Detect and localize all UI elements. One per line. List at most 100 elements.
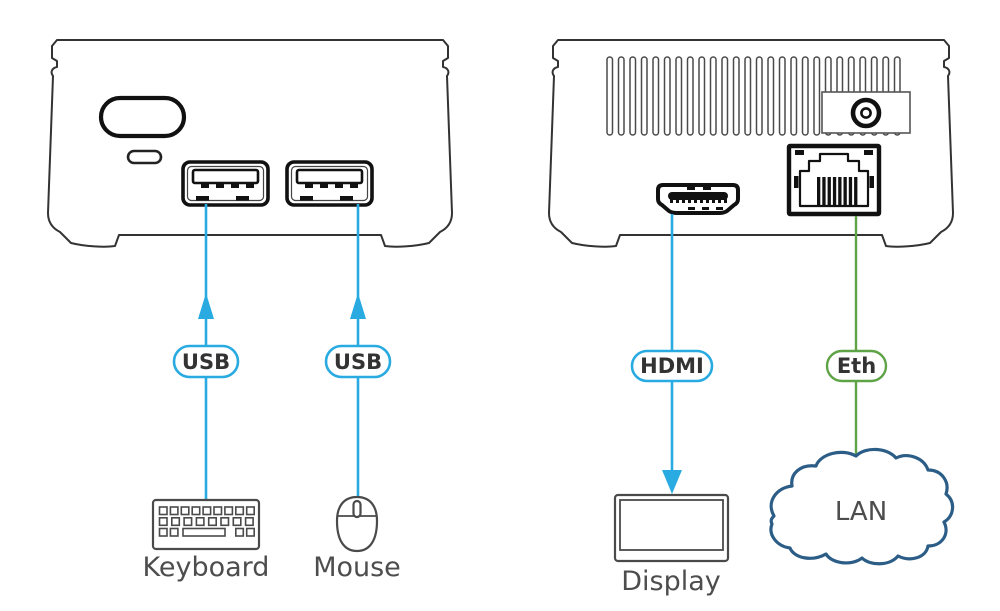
- hdmi-mark: [702, 207, 709, 210]
- rj45-pin: [854, 177, 858, 205]
- hdmi-cable-display: HDMI: [630, 214, 714, 494]
- rj45-tab: [864, 150, 873, 155]
- keyboard-key: [207, 516, 217, 527]
- usb-pill-label-1: USB: [182, 350, 230, 374]
- keyboard-key: [158, 506, 168, 516]
- rj45-pin: [822, 177, 826, 205]
- lan-cloud-outline: [769, 447, 955, 566]
- vent-slot: [801, 56, 809, 136]
- lan-label: LAN: [835, 497, 887, 527]
- usb-notch: [196, 196, 209, 201]
- hdmi-tooth: [712, 199, 715, 203]
- hdmi-mark: [688, 207, 695, 210]
- keyboard-icon: [151, 498, 261, 551]
- hdmi-pill: [630, 349, 714, 383]
- hdmi-tooth: [676, 199, 679, 203]
- vent-slot: [652, 56, 660, 136]
- vent-slot: [767, 56, 775, 136]
- keyboard-key: [245, 527, 255, 537]
- vent-slot: [629, 56, 637, 136]
- keyboard-key: [235, 506, 245, 516]
- hdmi-tooth: [694, 199, 697, 203]
- keyboard-key: [180, 506, 190, 516]
- rj45-pin: [817, 177, 821, 205]
- usb-a-port-icon: [285, 160, 374, 207]
- display-icon: [613, 493, 730, 563]
- usb-pill: [172, 344, 240, 379]
- hdmi-tooth: [700, 199, 703, 203]
- mini-pc-front-icon: [47, 39, 453, 248]
- hdmi-tooth: [682, 199, 685, 203]
- mouse-icon: [335, 495, 379, 553]
- usb-a-port-icon: [181, 160, 270, 207]
- usb-pin: [305, 183, 313, 188]
- keyboard-keys: [158, 506, 255, 537]
- front-chassis-outline: [47, 39, 453, 248]
- usb-tongue: [295, 168, 364, 185]
- hdmi-mark: [703, 187, 711, 190]
- arrow-up-icon: [350, 293, 366, 319]
- keyboard-key: [195, 516, 205, 527]
- keyboard-key: [191, 506, 201, 516]
- vent-slot: [606, 56, 614, 136]
- vent-slot: [744, 56, 752, 136]
- cloud-icon: LAN: [769, 447, 955, 566]
- mini-pc-rear-icon: [548, 39, 954, 248]
- rj45-pin: [838, 177, 842, 205]
- hdmi-teeth: [670, 199, 727, 203]
- vent-slot: [709, 56, 717, 136]
- hdmi-mark: [716, 207, 723, 210]
- rj45-port-icon: [786, 143, 882, 217]
- rj45-pin: [848, 177, 853, 205]
- keyboard-key: [158, 527, 168, 537]
- rj45-jack-profile: [798, 152, 870, 208]
- vent-slot: [663, 56, 671, 136]
- vent-slot: [675, 56, 683, 136]
- arrow-down-icon: [662, 470, 682, 494]
- arrow-up-icon: [198, 293, 214, 319]
- usb-tongue: [191, 168, 260, 185]
- keyboard-key: [169, 527, 179, 537]
- display-screen: [619, 499, 724, 551]
- ethernet-cable-lan: Eth: [825, 216, 888, 478]
- usb-pin: [320, 183, 328, 188]
- hdmi-tooth: [706, 199, 709, 203]
- vent-slot: [732, 56, 740, 136]
- hdmi-tooth: [688, 199, 691, 203]
- usb-pill: [324, 344, 392, 379]
- hdmi-tooth: [670, 199, 673, 203]
- hdmi-tooth: [724, 199, 727, 203]
- usb-pin: [201, 183, 209, 188]
- usb-notch: [236, 196, 249, 201]
- keyboard-spacebar: [182, 527, 226, 537]
- vent-slot: [778, 56, 786, 136]
- rj45-tab: [795, 150, 804, 155]
- keyboard-key: [213, 506, 223, 516]
- eth-pill-label: Eth: [837, 354, 876, 378]
- hdmi-tooth: [718, 199, 721, 203]
- usb-port-inner: [290, 165, 369, 202]
- keyboard-key: [202, 506, 212, 516]
- usb-notch: [340, 196, 353, 201]
- usb-pill-label-2: USB: [334, 350, 382, 374]
- keyboard-key: [158, 516, 168, 527]
- vent-slot: [686, 56, 694, 136]
- jack-pin: [860, 107, 872, 119]
- usb-pin: [231, 183, 239, 188]
- mouse-label: Mouse: [313, 552, 401, 583]
- vent-slot: [790, 56, 798, 136]
- usb-pin: [350, 183, 358, 188]
- rj45-tab: [869, 176, 874, 188]
- keyboard-key: [244, 516, 254, 527]
- keyboard-key: [245, 506, 255, 516]
- rj45-tab: [794, 176, 799, 188]
- hdmi-tongue: [668, 192, 728, 200]
- keyboard-key: [183, 516, 193, 527]
- vent-slot: [721, 56, 729, 136]
- dc-power-jack-icon: [821, 91, 911, 134]
- status-led-slot-icon: [126, 149, 163, 165]
- usb-pin: [335, 183, 343, 188]
- rj45-pins: [817, 177, 858, 205]
